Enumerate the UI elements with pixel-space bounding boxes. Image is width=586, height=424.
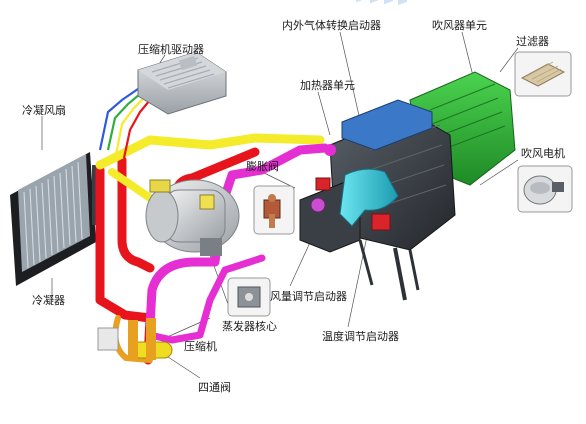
- label-condenser-fan: 冷凝风扇: [22, 104, 66, 117]
- label-compressor: 压缩机: [184, 340, 217, 353]
- compressor-driver: [137, 51, 227, 115]
- condenser: [10, 152, 102, 286]
- label-inner-outer-air-actuator: 内外气体转换启动器: [282, 19, 381, 32]
- label-filter: 过滤器: [516, 35, 549, 48]
- label-evaporator-core: 蒸发器核心: [222, 320, 277, 333]
- hvac-unit: [299, 0, 516, 301]
- label-blower-unit: 吹风器单元: [432, 19, 487, 32]
- label-compressor-driver: 压缩机驱动器: [138, 43, 204, 56]
- label-blower-motor: 吹风电机: [521, 147, 565, 160]
- label-expansion-valve: 膨胀阀: [246, 160, 279, 173]
- label-condenser: 冷凝器: [32, 294, 65, 307]
- four-way-valve: [97, 318, 173, 360]
- compressor: [145, 179, 240, 256]
- label-four-way-valve: 四通阀: [198, 381, 231, 394]
- label-air-volume-actuator: 风量调节启动器: [270, 290, 347, 303]
- expansion-valve-icon: [253, 185, 295, 235]
- label-heater-unit: 加热器单元: [300, 79, 355, 92]
- blower-motor-icon: [517, 165, 573, 213]
- label-temperature-actuator: 温度调节启动器: [322, 330, 399, 343]
- filter-icon: [514, 51, 572, 97]
- actuator-icon: [227, 277, 271, 317]
